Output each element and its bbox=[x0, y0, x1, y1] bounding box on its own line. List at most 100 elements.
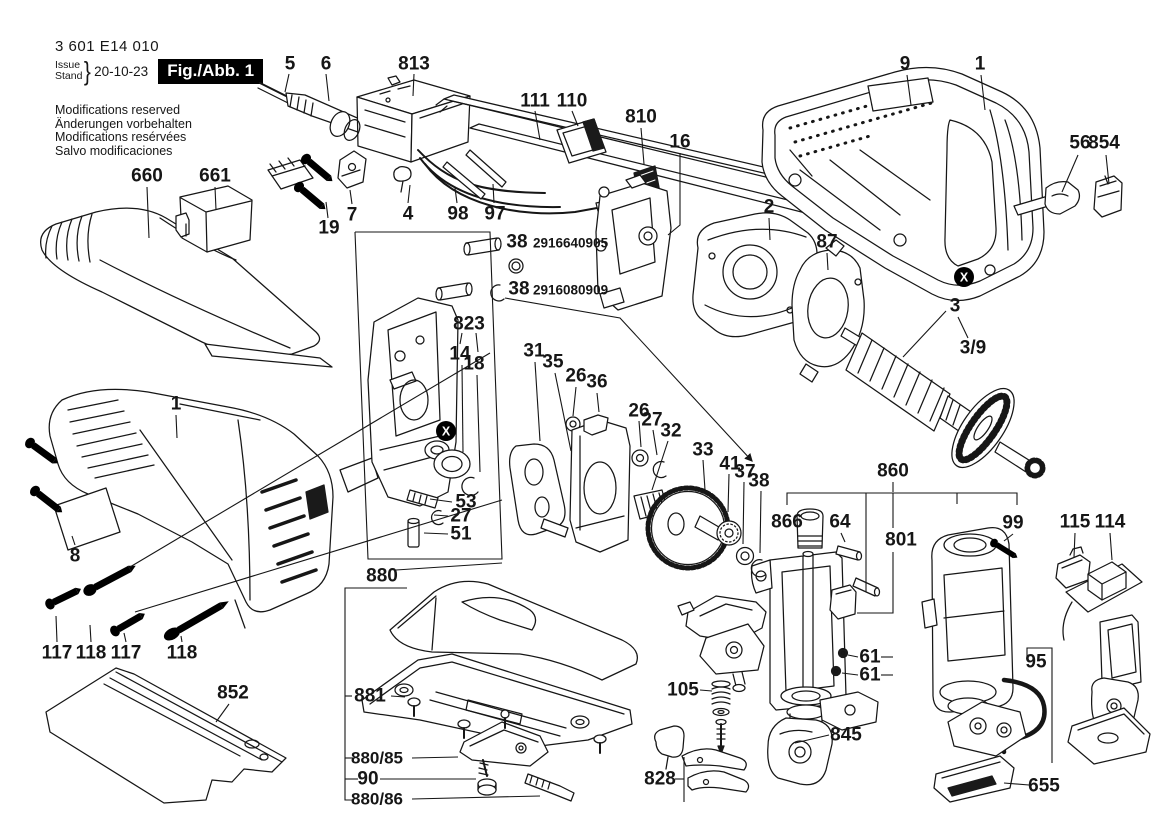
part-label: 87 bbox=[816, 232, 837, 253]
part-label: 27 bbox=[450, 506, 471, 527]
leader-line bbox=[638, 420, 642, 448]
issue-row: Issue Stand } 20-10-23 Fig./Abb. 1 bbox=[55, 56, 264, 86]
part-label: 7 bbox=[347, 205, 358, 226]
service-x-badge bbox=[436, 421, 456, 441]
leader-line bbox=[175, 414, 178, 439]
part-label: 56 bbox=[1069, 133, 1090, 154]
leader-line bbox=[475, 332, 479, 353]
leader-line bbox=[1003, 782, 1030, 786]
part-label: 118 bbox=[167, 643, 198, 664]
leader-line bbox=[1061, 154, 1079, 193]
leader-line bbox=[492, 183, 495, 204]
leader-line bbox=[325, 201, 329, 219]
leader-line bbox=[596, 392, 600, 413]
leader-line bbox=[504, 297, 753, 462]
leader-line bbox=[554, 372, 572, 452]
part-label: 845 bbox=[830, 725, 862, 746]
note-line: Modifications reserved bbox=[55, 103, 181, 117]
issue-date: 20-10-23 bbox=[94, 63, 149, 79]
part-label: 27 bbox=[641, 410, 662, 431]
part-label: 810 bbox=[625, 107, 657, 128]
part-label: 661 bbox=[199, 166, 231, 187]
leader-line bbox=[840, 532, 846, 543]
service-x-badge bbox=[954, 267, 974, 287]
part-label: 823 bbox=[453, 314, 485, 335]
leader-line bbox=[857, 552, 894, 614]
service-x-badge-glyph: X bbox=[442, 425, 451, 439]
part-label: 61 bbox=[859, 647, 881, 668]
part-label: 105 bbox=[667, 680, 699, 701]
leader-line bbox=[411, 795, 541, 800]
leader-line bbox=[652, 429, 658, 456]
leader-line bbox=[957, 316, 969, 339]
part-label: 35 bbox=[542, 352, 564, 373]
leader-line bbox=[214, 186, 217, 211]
leader-line bbox=[454, 187, 458, 204]
leader-line bbox=[146, 186, 150, 239]
leader-line bbox=[459, 332, 463, 345]
part-label: 9 bbox=[900, 54, 911, 75]
leader-line bbox=[123, 632, 127, 643]
part-label: 880/86 bbox=[351, 790, 403, 809]
leader-line bbox=[395, 562, 503, 571]
part-label: 2 bbox=[764, 197, 775, 218]
leader-line bbox=[534, 361, 541, 442]
leader-line bbox=[742, 481, 745, 545]
leader-line bbox=[786, 492, 1018, 505]
leader-line bbox=[667, 153, 681, 236]
part-label: 117 bbox=[111, 643, 142, 664]
part-label: 880 bbox=[366, 566, 398, 587]
part-label: 2916640905 bbox=[533, 236, 609, 251]
part-label: 880/85 bbox=[351, 749, 403, 768]
leader-line bbox=[699, 689, 713, 692]
leader-line bbox=[1109, 532, 1113, 561]
part-label: 37 bbox=[734, 462, 755, 483]
part-label: 110 bbox=[557, 91, 588, 112]
leader-line bbox=[411, 756, 459, 759]
part-label: 801 bbox=[885, 530, 917, 551]
part-label: 26 bbox=[565, 366, 586, 387]
part-label: 828 bbox=[644, 769, 676, 790]
part-label: 8 bbox=[70, 546, 81, 567]
leader-line bbox=[407, 184, 411, 204]
leader-line bbox=[640, 127, 645, 165]
note-line: Änderungen vorbehalten bbox=[55, 116, 192, 131]
part-label: 5 bbox=[285, 54, 296, 75]
part-label: 38 bbox=[748, 471, 769, 492]
part-label: 38 bbox=[508, 279, 529, 300]
leader-line bbox=[476, 374, 481, 473]
part-label: 64 bbox=[829, 512, 851, 533]
leader-line bbox=[390, 695, 406, 698]
leader-line bbox=[727, 473, 730, 513]
part-label: 31 bbox=[523, 341, 545, 362]
leader-line bbox=[134, 499, 503, 613]
issue-label: Issue bbox=[55, 59, 81, 71]
part-label: 3 bbox=[950, 296, 961, 317]
stand-label: Stand bbox=[55, 70, 83, 82]
part-label: 53 bbox=[455, 492, 476, 513]
part-label: 655 bbox=[1028, 776, 1060, 797]
part-label: 16 bbox=[669, 132, 690, 153]
leader-line bbox=[1026, 647, 1053, 763]
part-label: 860 bbox=[877, 461, 909, 482]
leader-line bbox=[284, 73, 290, 93]
part-label: 2916080909 bbox=[533, 283, 608, 298]
part-label: 115 bbox=[1060, 512, 1091, 533]
part-label: 32 bbox=[660, 421, 681, 442]
leader-line bbox=[412, 73, 415, 97]
part-label: 852 bbox=[217, 683, 249, 704]
part-label: 95 bbox=[1025, 652, 1047, 673]
leader-line bbox=[1105, 154, 1110, 185]
leader-line bbox=[841, 672, 859, 676]
part-label: 33 bbox=[692, 440, 713, 461]
leader-line bbox=[847, 654, 859, 658]
part-label: 1 bbox=[171, 394, 182, 415]
note-line: Modifications resérvées bbox=[55, 130, 187, 144]
part-label: 90 bbox=[357, 769, 378, 790]
part-label: 111 bbox=[520, 91, 550, 112]
leader-line bbox=[354, 231, 503, 560]
part-label: 4 bbox=[403, 204, 414, 225]
